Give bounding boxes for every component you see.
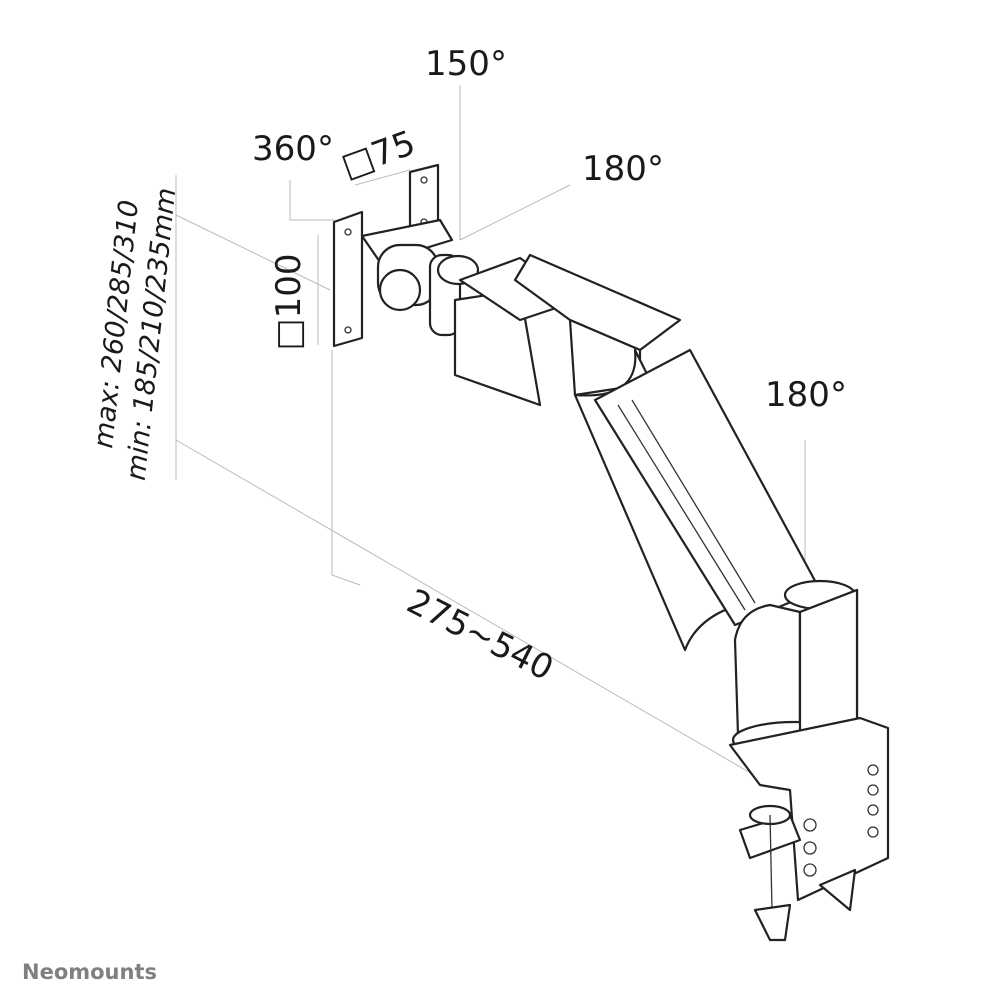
desk-clamp	[728, 716, 890, 942]
vesa-plate	[332, 163, 454, 348]
dimension-lines	[175, 85, 806, 791]
vesa-75-label: □75	[336, 123, 421, 186]
vesa-100-label: □100	[269, 253, 309, 350]
brand-logo: Neomounts	[22, 960, 157, 984]
rotation-angle-label: 360°	[252, 129, 334, 169]
tilt-angle-label: 150°	[425, 44, 507, 84]
tilt-head	[376, 243, 480, 337]
upper-swivel-label: 180°	[582, 149, 664, 189]
reach-label: 275~540	[400, 581, 559, 688]
lower-arm	[593, 348, 857, 627]
lower-swivel-label: 180°	[765, 375, 847, 415]
